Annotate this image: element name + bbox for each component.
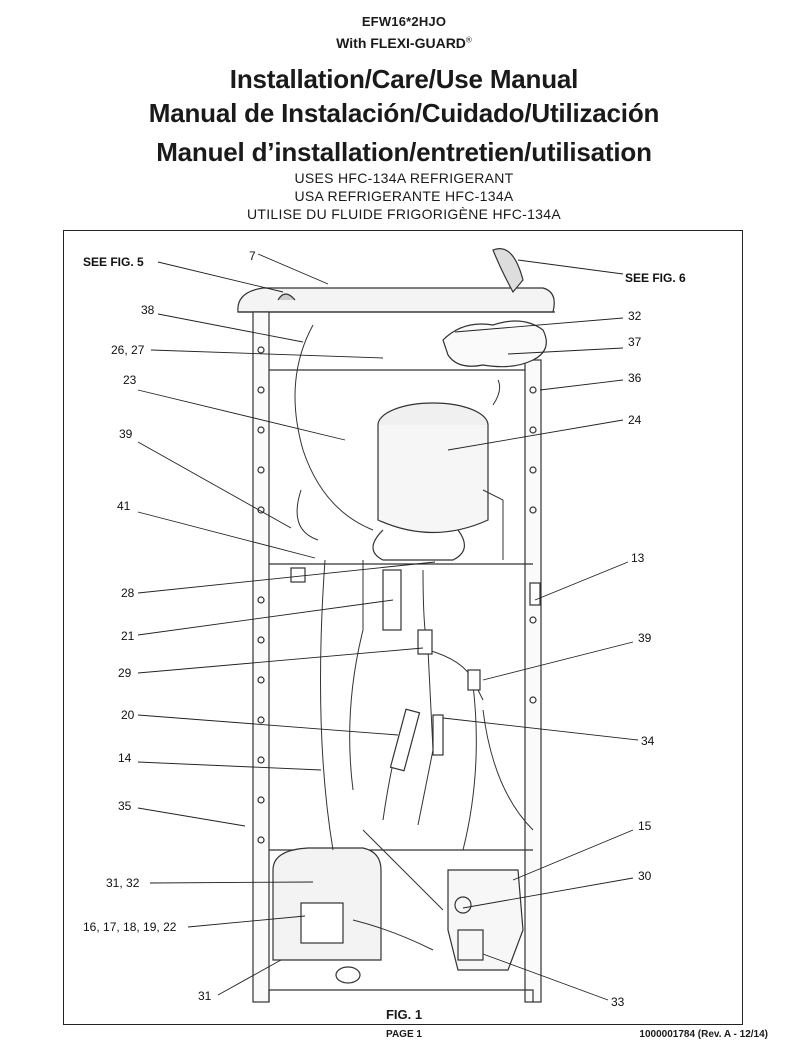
callout-31: 31: [198, 989, 212, 1003]
cabinet-frame-part: [252, 311, 542, 1003]
callout-39-left: 39: [119, 427, 133, 441]
valve-assembly-part: [447, 869, 524, 971]
subtitle-french: UTILISE DU FLUIDE FRIGORIGÈNE HFC-134A: [246, 206, 561, 222]
figure-frame: [63, 230, 743, 1025]
filter-part: [290, 567, 541, 772]
title-french: Manuel d’installation/entretien/utilisat…: [156, 137, 652, 167]
callout-24: 24: [628, 413, 642, 427]
callout-32-top: 32: [628, 309, 642, 323]
callout-39-right: 39: [638, 631, 652, 645]
top-cover-part: [237, 248, 555, 313]
callout-see-fig5: SEE FIG. 5: [83, 255, 144, 269]
document-number: 1000001784 (Rev. A - 12/14): [639, 1029, 768, 1040]
callout-38: 38: [141, 303, 155, 317]
callout-14: 14: [118, 751, 132, 765]
callout-33: 33: [611, 995, 625, 1009]
callout-23: 23: [123, 373, 137, 387]
insulation-part: [442, 320, 547, 368]
callout-13: 13: [631, 551, 645, 565]
callout-28: 28: [121, 586, 135, 600]
callout-21: 21: [121, 629, 135, 643]
flexi-guard-line: With FLEXI-GUARD®: [0, 35, 808, 51]
callout-29: 29: [118, 666, 132, 680]
title-english: Installation/Care/Use Manual: [229, 64, 579, 94]
callout-7: 7: [249, 249, 256, 263]
subtitle-english: USES HFC-134A REFRIGERANT: [294, 170, 514, 186]
callout-36: 36: [628, 371, 642, 385]
callout-26-27: 26, 27: [111, 343, 145, 357]
title-spanish: Manual de Instalación/Cuidado/Utilizació…: [148, 98, 660, 128]
callout-31-32: 31, 32: [106, 876, 140, 890]
tubing-part: [294, 324, 534, 951]
callout-15: 15: [638, 819, 652, 833]
callout-16-22: 16, 17, 18, 19, 22: [83, 920, 177, 934]
callout-35: 35: [118, 799, 132, 813]
compressor-part: [272, 847, 382, 984]
page-number: PAGE 1: [386, 1029, 422, 1040]
callout-30: 30: [638, 869, 652, 883]
callout-see-fig6: SEE FIG. 6: [625, 271, 686, 285]
leader-lines: [137, 253, 639, 1001]
fountain-exploded-diagram: SEE FIG. 5 SEE FIG. 6 7 38 32 26, 27 37 …: [83, 248, 686, 1009]
callout-37: 37: [628, 335, 642, 349]
callout-41: 41: [117, 499, 131, 513]
registered-mark: ®: [465, 35, 472, 45]
callout-34: 34: [641, 734, 655, 748]
model-number: EFW16*2HJO: [361, 14, 447, 29]
with-flexi-guard-text: With FLEXI-GUARD: [336, 35, 466, 51]
callout-20: 20: [121, 708, 135, 722]
figure-label: FIG. 1: [385, 1007, 423, 1022]
subtitle-spanish: USA REFRIGERANTE HFC-134A: [294, 188, 514, 204]
cooling-tank-part: [372, 402, 489, 561]
